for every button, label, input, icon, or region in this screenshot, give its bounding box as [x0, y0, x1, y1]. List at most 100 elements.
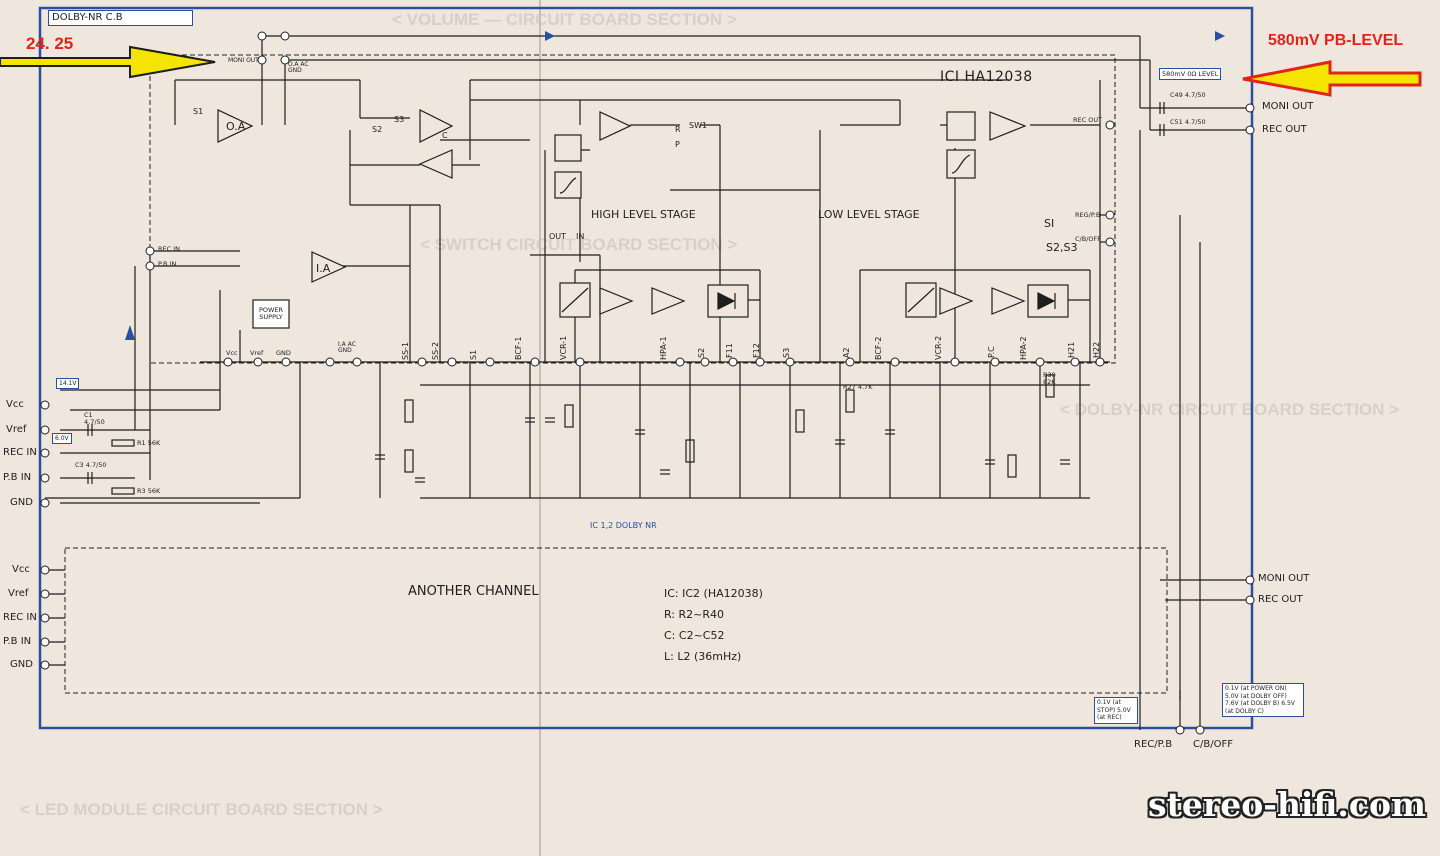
left-pin-vref-2: Vref: [8, 588, 29, 599]
ic-label: ICI HA12038: [940, 69, 1033, 85]
low-level-stage-label: LOW LEVEL STAGE: [818, 208, 920, 221]
pin-label-bcf2: BCF-2: [874, 336, 883, 360]
left-arrow-label: 24. 25: [26, 34, 74, 53]
pin-label-vcr1: VCR-1: [559, 335, 568, 360]
vcc-internal: Vcc: [226, 349, 238, 357]
pin-label-s1: S1: [469, 349, 478, 360]
signal-flow-arrows: [125, 31, 1225, 340]
left-pin-rec-in: REC IN: [3, 447, 37, 458]
left-pin-vref: Vref: [6, 424, 27, 435]
left-pin-gnd: GND: [10, 497, 33, 508]
another-channel-label: ANOTHER CHANNEL: [408, 584, 539, 599]
another-channel-line-4: L: L2 (36mHz): [664, 650, 742, 663]
pin-label-hpa1: HPA-1: [659, 336, 668, 360]
left-pin-pb-in: P.B IN: [3, 472, 32, 483]
component-r3: R3 56K: [137, 487, 161, 495]
right-pin-rec-out-2: REC OUT: [1258, 594, 1303, 605]
ia-ac-gnd: I.A AC GND: [338, 341, 356, 354]
ic1-boundary: [149, 54, 1116, 364]
another-channel-line-2: R: R2~R40: [664, 608, 725, 621]
pin-label-f11: F11: [725, 343, 734, 358]
component-c51: C51 4.7/50: [1170, 118, 1206, 126]
left-yellow-arrow: [0, 45, 216, 79]
board-title: DOLBY-NR C.B: [48, 10, 193, 26]
pin-label-f12: F12: [752, 343, 761, 358]
bottom-pin-cb-off: C/B/OFF: [1193, 739, 1233, 750]
ghost-led-heading: < LED MODULE CIRCUIT BOARD SECTION >: [20, 800, 383, 819]
another-channel-boundary: [64, 547, 1168, 694]
pin-label-s3: S3: [782, 347, 791, 358]
component-c1: C1 4.7/50: [84, 411, 105, 426]
component-r27: R27 4.7K: [843, 383, 873, 391]
left-pin-vcc: Vcc: [6, 399, 24, 410]
switch-label-sw1: SW1: [689, 121, 708, 130]
pin-label-pc: P.C: [987, 346, 996, 358]
moni-out-internal: MONI OUT: [228, 57, 259, 64]
pin-label-h22: H22: [1092, 341, 1101, 358]
pin-label-ss2: SS-2: [431, 341, 440, 360]
component-c49: C49 4.7/50: [1170, 91, 1206, 99]
switch-label-c: C: [442, 131, 448, 140]
voltage-tag-vcc: 14.1V: [56, 378, 80, 389]
oa-label: O.A: [226, 120, 246, 133]
switch-label-r: R: [675, 125, 681, 134]
component-c3: C3 4.7/50: [75, 461, 107, 469]
right-arrow-label: 580mV PB-LEVEL: [1268, 32, 1404, 49]
rec-pb-voltage-note: 0.1V (at STOP) 5.0V (at REC): [1094, 697, 1138, 724]
watermark: stereo-hifi.com: [1148, 785, 1426, 824]
board-border: [38, 6, 1254, 730]
amplifier-symbols: [217, 109, 1027, 315]
right-pin-moni-out: MONI OUT: [1262, 101, 1314, 112]
left-pin-pb-in-2: P.B IN: [3, 636, 32, 647]
component-r1: R1 56K: [137, 439, 161, 447]
block-symbols: [252, 111, 1069, 329]
pb-in-internal: P.B IN: [158, 260, 177, 268]
right-yellow-arrow: [1242, 60, 1422, 97]
right-pin-moni-out-2: MONI OUT: [1258, 573, 1310, 584]
left-pin-vcc-2: Vcc: [12, 564, 30, 575]
another-channel-line-1: IC: IC2 (HA12038): [664, 587, 763, 600]
pin-markers: [40, 31, 1255, 735]
ic-footnote: IC 1,2 DOLBY NR: [590, 521, 657, 530]
left-pin-rec-in-2: REC IN: [3, 612, 37, 623]
switch-label-s2-left: S2: [372, 125, 383, 134]
gnd-internal: GND: [276, 349, 291, 357]
bottom-pin-rec-pb: REC/P.B: [1134, 739, 1173, 750]
switch-label-out: OUT: [549, 232, 567, 241]
switch-label-s3-left: S3: [394, 115, 405, 124]
s2s3-control-label: S2,S3: [1046, 241, 1078, 254]
ia-label: I.A: [316, 262, 331, 275]
level-box: 580mV 0Ω LEVEL: [1159, 68, 1222, 81]
pin-label-a2: A2: [842, 347, 851, 358]
s1-control-label: SI: [1044, 217, 1055, 230]
ghost-volume-heading: < VOLUME — CIRCUIT BOARD SECTION >: [392, 10, 737, 29]
passive-components: [87, 102, 1181, 700]
pin-label-ss1: SS-1: [401, 341, 410, 360]
pin-label-h21: H21: [1067, 341, 1076, 358]
oa-ac-gnd: O.A AC GND: [288, 61, 309, 74]
signal-wiring: [45, 35, 1250, 730]
pin-label-vcr2: VCR-2: [934, 335, 943, 360]
right-pin-rec-out: REC OUT: [1262, 124, 1307, 135]
vref-internal: Vref: [250, 349, 264, 357]
cb-off-voltage-note: 0.1V (at POWER ON) 5.0V (at DOLBY OFF) 7…: [1222, 683, 1304, 717]
rec-out-internal: REC OUT: [1073, 116, 1103, 124]
switch-label-p: P: [675, 140, 680, 149]
switch-label-s1-left: S1: [193, 107, 204, 116]
left-pin-gnd-2: GND: [10, 659, 33, 670]
voltage-tag-vref: 6.0V: [52, 433, 72, 444]
pin-label-bcf1: BCF-1: [514, 336, 523, 360]
ghost-dolby-heading: < DOLBY-NR CIRCUIT BOARD SECTION >: [1060, 400, 1400, 419]
pin-label-hpa2: HPA-2: [1019, 336, 1028, 360]
switch-label-in: IN: [576, 232, 585, 241]
cb-off-internal: C/B/OFF: [1075, 235, 1101, 243]
another-channel-line-3: C: C2~C52: [664, 629, 725, 642]
component-r39: R39 82K: [1043, 371, 1056, 386]
rec-in-internal: REC IN: [158, 245, 181, 253]
power-supply-label: POWER SUPPLY: [258, 306, 284, 321]
pin-label-s2: S2: [697, 347, 706, 358]
high-level-stage-label: HIGH LEVEL STAGE: [591, 208, 696, 221]
ghost-switch-heading: < SWITCH CIRCUIT BOARD SECTION >: [420, 235, 738, 254]
